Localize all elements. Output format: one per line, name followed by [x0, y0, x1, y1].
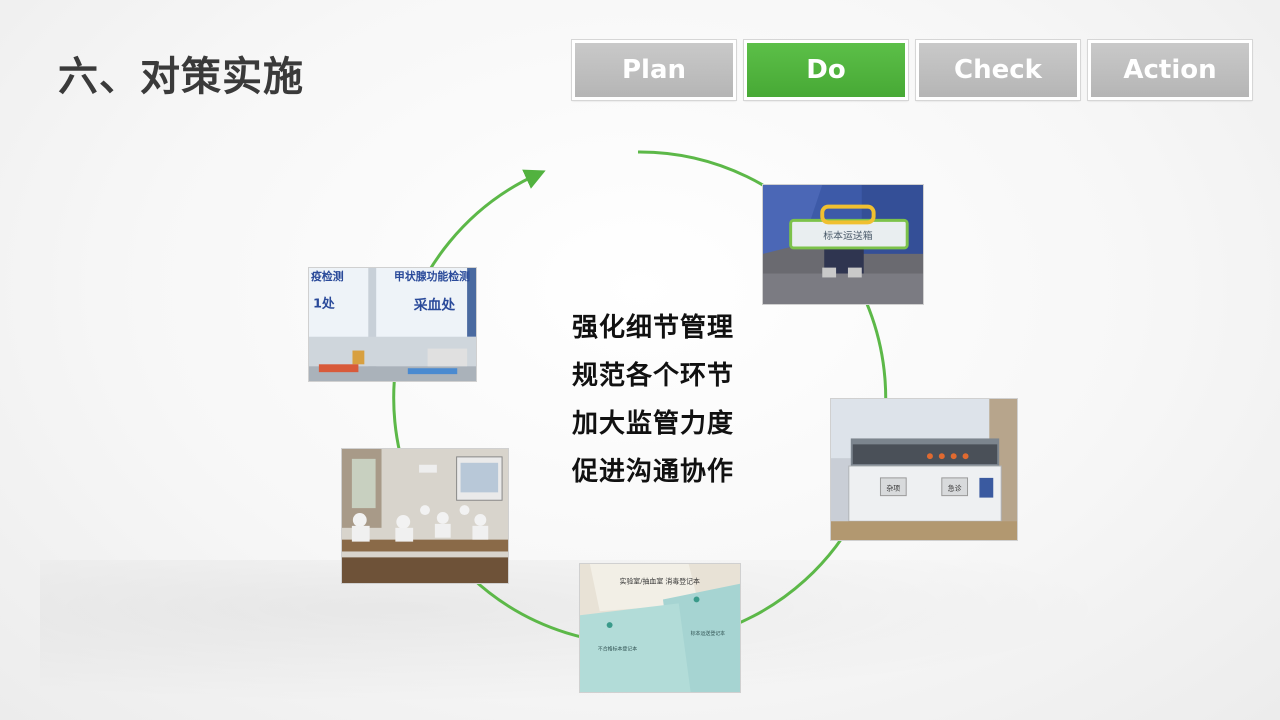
- sign-right-2: 采血处: [413, 296, 456, 313]
- photo-logbooks: 实验室/抽血室 消毒登记本 标本运送登记本 不合格标本登记本: [579, 563, 741, 693]
- tab-action[interactable]: Action: [1087, 39, 1253, 101]
- tab-plan[interactable]: Plan: [571, 39, 737, 101]
- measure-item: 促进沟通协作: [572, 457, 735, 487]
- tab-do[interactable]: Do: [743, 39, 909, 101]
- sign-left-2: 1处: [313, 295, 335, 311]
- sign-left: 疫检测: [311, 269, 344, 283]
- book-c-title: 不合格标本登记本: [598, 646, 638, 653]
- photo-specimen-box: 标本运送箱: [762, 184, 924, 305]
- book-a-title: 实验室/抽血室 消毒登记本: [620, 577, 701, 586]
- page-title: 六、对策实施: [58, 54, 304, 100]
- measures-list: 强化细节管理 规范各个环节 加大监管力度 促进沟通协作: [572, 304, 734, 496]
- tag-left: 杂项: [886, 485, 900, 493]
- specimen-box-label: 标本运送箱: [823, 229, 872, 242]
- book-b-title: 标本运送登记本: [691, 630, 726, 637]
- measure-item: 规范各个环节: [572, 361, 735, 391]
- tag-right: 急诊: [948, 484, 962, 493]
- photo-water-bath: 杂项 急诊: [830, 398, 1018, 541]
- photo-lab-window: 疫检测 1处 甲状腺功能检测 采血处: [308, 267, 477, 382]
- measure-item: 加大监管力度: [572, 409, 735, 439]
- measure-item: 强化细节管理: [572, 313, 735, 343]
- tab-check[interactable]: Check: [915, 39, 1081, 101]
- photo-training-room: [341, 448, 509, 584]
- sign-right: 甲状腺功能检测: [394, 269, 470, 283]
